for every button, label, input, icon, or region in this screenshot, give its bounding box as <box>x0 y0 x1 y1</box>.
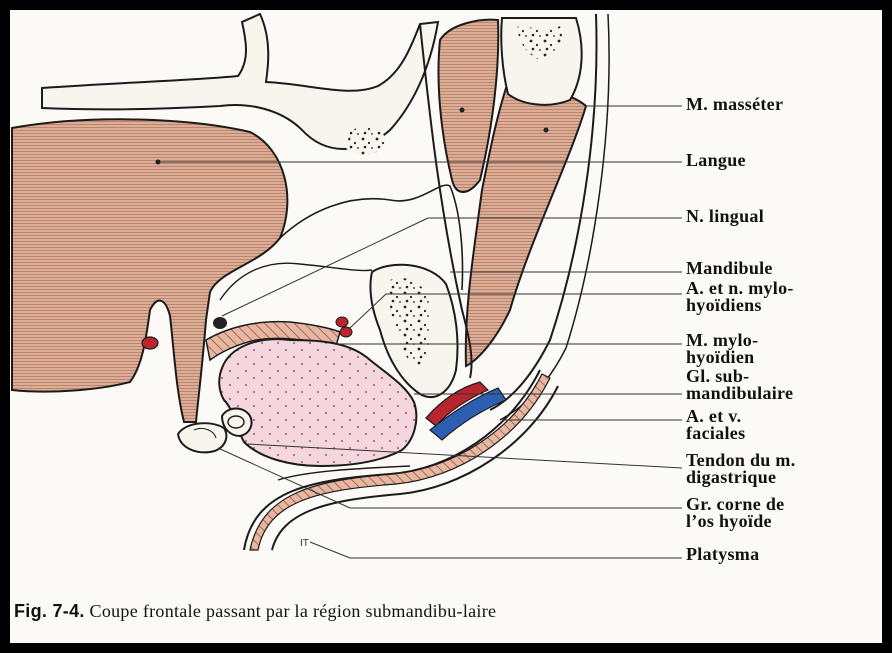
figure-caption-text: Coupe frontale passant par la région sub… <box>85 601 497 621</box>
lingual-nerve-dot <box>213 317 227 329</box>
tongue-vessel <box>142 337 158 349</box>
label-facial-vessels: A. et v. faciales <box>686 408 745 442</box>
tongue-dot <box>156 160 161 165</box>
label-masseter: M. masséter <box>686 96 783 113</box>
label-mylohyoid-muscle: M. mylo- hyoïdien <box>686 332 758 366</box>
figure-number: Fig. 7-4. <box>14 601 85 621</box>
label-digastric-tendon: Tendon du m. digastrique <box>686 452 796 486</box>
figure-frame: IT M. masséter Langue N. lingual Mandibu… <box>8 8 884 645</box>
label-submandibular-gland: Gl. sub- mandibulaire <box>686 368 793 402</box>
label-n-lingual: N. lingual <box>686 208 764 225</box>
it-marker: IT <box>300 538 309 549</box>
label-platysma: Platysma <box>686 546 759 563</box>
submandibular-gland <box>219 339 416 466</box>
label-mandibule: Mandibule <box>686 260 773 277</box>
label-langue: Langue <box>686 152 746 169</box>
label-mylohyoid-vessels: A. et n. mylo- hyoïdiens <box>686 280 794 314</box>
label-hyoid-horn: Gr. corne de l’os hyoïde <box>686 496 784 530</box>
figure-caption: Fig. 7-4. Coupe frontale passant par la … <box>14 602 874 621</box>
